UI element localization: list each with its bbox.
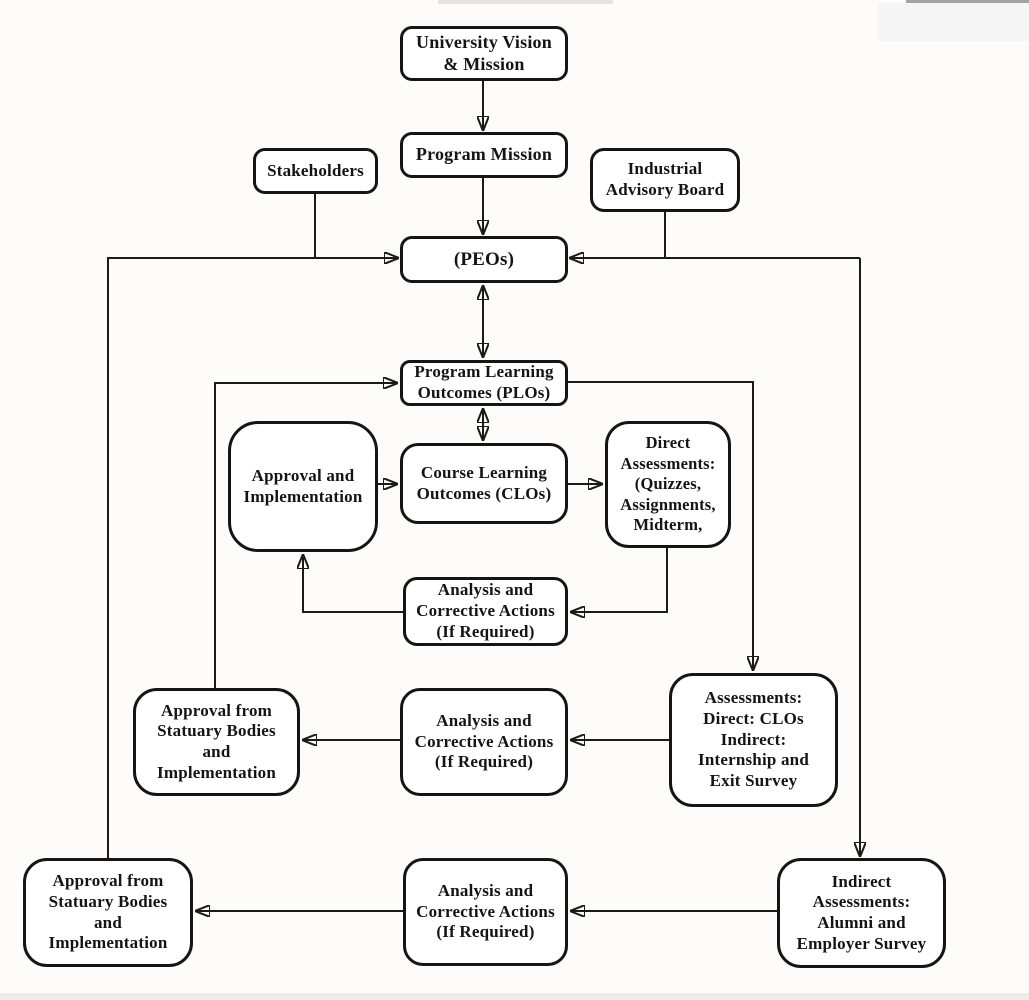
scan-artifact-top-right-patch — [878, 3, 1029, 41]
node-direct-assessments: Direct Assessments: (Quizzes, Assignment… — [605, 421, 731, 548]
node-stakeholders: Stakeholders — [253, 148, 378, 194]
edge-plos-to-assessments — [568, 381, 753, 670]
edge-approval1-to-plos — [214, 383, 397, 688]
node-analysis-corrective-3: Analysis and Corrective Actions (If Requ… — [403, 858, 568, 966]
node-stakeholders-label: Stakeholders — [267, 160, 364, 180]
node-program-mission: Program Mission — [400, 132, 568, 178]
edge-analysis1-to-approvalimpl — [303, 555, 403, 613]
node-program-mission-label: Program Mission — [415, 144, 553, 165]
scan-artifact-top-center — [438, 0, 613, 4]
node-direct-assessments-label: Direct Assessments: (Quizzes, Assignment… — [620, 432, 716, 535]
node-assessments-mixed: Assessments: Direct: CLOs Indirect: Inte… — [669, 673, 838, 807]
node-university-vision-label: University Vision & Mission — [416, 31, 552, 74]
node-industrial-advisory-board: Industrial Advisory Board — [590, 148, 740, 212]
node-approval-statuary-2-label: Approval from Statuary Bodies and Implem… — [48, 871, 168, 953]
scan-artifact-top-right-line — [906, 0, 1029, 3]
node-university-vision: University Vision & Mission — [400, 26, 568, 81]
node-peos-label: (PEOs) — [453, 248, 515, 270]
node-assessments-mixed-label: Assessments: Direct: CLOs Indirect: Inte… — [698, 688, 809, 791]
node-clos-label: Course Learning Outcomes (CLOs) — [416, 462, 552, 503]
node-approval-statuary-2: Approval from Statuary Bodies and Implem… — [23, 858, 193, 967]
edge-approval2-to-peos — [107, 258, 398, 860]
node-approval-implementation-label: Approval and Implementation — [243, 465, 363, 506]
node-plos: Program Learning Outcomes (PLOs) — [400, 360, 568, 406]
node-plos-label: Program Learning Outcomes (PLOs) — [414, 362, 554, 402]
node-approval-implementation: Approval and Implementation — [228, 421, 378, 552]
node-analysis-corrective-3-label: Analysis and Corrective Actions (If Requ… — [416, 880, 555, 942]
node-peos: (PEOs) — [400, 236, 568, 283]
scan-artifact-bottom-band — [0, 993, 1029, 1000]
node-analysis-corrective-2: Analysis and Corrective Actions (If Requ… — [400, 688, 568, 796]
node-analysis-corrective-2-label: Analysis and Corrective Actions (If Requ… — [414, 710, 554, 772]
node-indirect-assessments: Indirect Assessments: Alumni and Employe… — [777, 858, 946, 968]
node-indirect-assessments-label: Indirect Assessments: Alumni and Employe… — [796, 871, 927, 953]
node-clos: Course Learning Outcomes (CLOs) — [400, 443, 568, 524]
edge-direct-to-analysis1 — [571, 548, 668, 612]
node-approval-statuary-1-label: Approval from Statuary Bodies and Implem… — [157, 700, 276, 782]
node-analysis-corrective-1: Analysis and Corrective Actions (If Requ… — [403, 577, 568, 646]
node-industrial-advisory-board-label: Industrial Advisory Board — [605, 159, 725, 199]
node-approval-statuary-1: Approval from Statuary Bodies and Implem… — [133, 688, 300, 796]
node-analysis-corrective-1-label: Analysis and Corrective Actions (If Requ… — [416, 580, 555, 641]
